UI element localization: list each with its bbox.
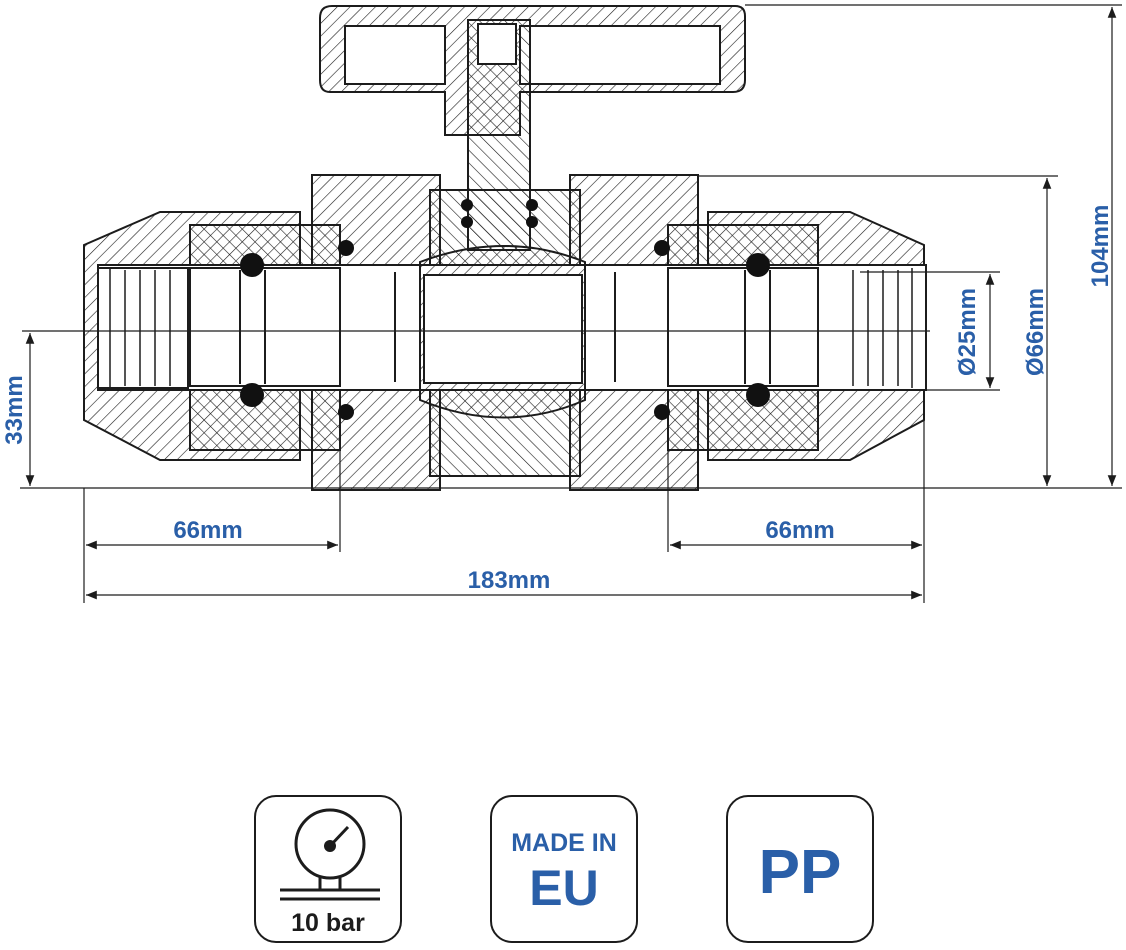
o-rings xyxy=(240,199,770,420)
valve-body xyxy=(83,5,927,491)
pressure-badge: 10 bar xyxy=(254,795,402,943)
dim-right-length: 66mm xyxy=(765,517,834,544)
origin-badge: MADE IN EU xyxy=(490,795,638,943)
dim-left-length: 66mm xyxy=(173,517,242,544)
pressure-gauge-icon xyxy=(280,808,380,901)
origin-line1: MADE IN xyxy=(511,829,617,857)
dim-half-height: 33mm xyxy=(1,375,28,444)
origin-line2: EU xyxy=(529,860,599,916)
valve-technical-drawing: 104mm Ø66mm Ø25mm 33mm 66mm 66mm 183mm xyxy=(1,4,1122,603)
dim-inner-diameter: Ø25mm xyxy=(954,288,981,376)
pressure-label: 10 bar xyxy=(291,909,365,937)
dim-outer-diameter: Ø66mm xyxy=(1022,288,1049,376)
material-label: PP xyxy=(758,838,842,907)
dimension-lines xyxy=(20,4,1122,603)
dim-total-length: 183mm xyxy=(468,567,551,594)
material-badge: PP xyxy=(726,795,874,943)
dim-height-total: 104mm xyxy=(1087,205,1114,288)
